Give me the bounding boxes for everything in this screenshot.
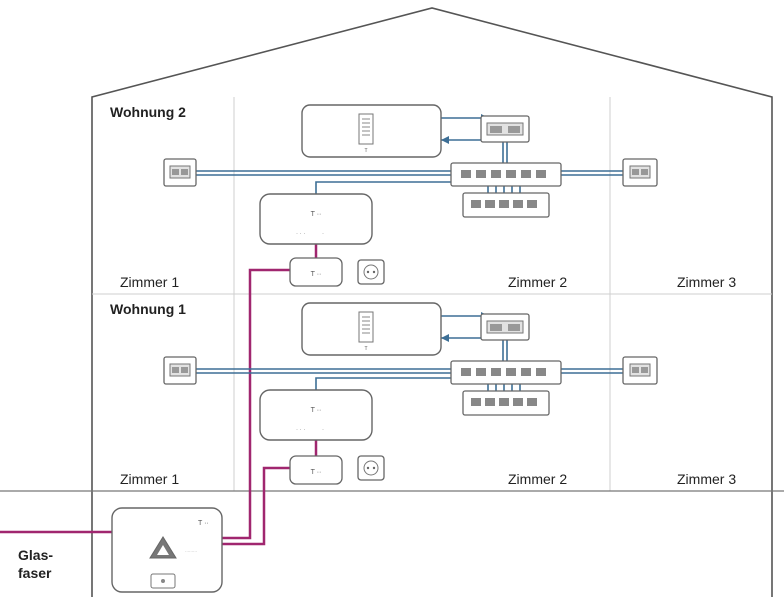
svg-text:T: T: [364, 148, 367, 154]
wohnung-1-devices: T: [163, 302, 658, 485]
ethernet-lines: [196, 117, 623, 391]
fiber-label: Glas- faser: [18, 546, 53, 582]
svg-text:· · ·: · · ·: [296, 231, 305, 237]
room-label-wohnung-1-zimmer-1: Zimmer 1: [120, 471, 180, 487]
ethernet-socket-icon: [480, 313, 530, 341]
room-label-wohnung-2-zimmer-3: Zimmer 3: [677, 274, 737, 290]
room-label-wohnung-1-zimmer-2: Zimmer 2: [508, 471, 568, 487]
apartment-1-title: Wohnung 1: [110, 301, 186, 317]
router-icon: T: [301, 104, 442, 158]
svg-text:T ··: T ··: [198, 520, 209, 527]
svg-text:·········: ·········: [185, 549, 197, 554]
svg-text:T: T: [364, 346, 367, 352]
svg-text:T ··: T ··: [311, 469, 322, 476]
ethernet-arrows: [441, 114, 489, 342]
fiber-modem-icon: T ·· · · · ·: [259, 389, 373, 441]
fiber-label-line-1: Glas-: [18, 547, 54, 563]
network-switch-icon: [450, 162, 562, 187]
network-switch-icon: [450, 360, 562, 385]
svg-text:T ··: T ··: [311, 271, 322, 278]
ethernet-socket-icon: [622, 158, 658, 187]
svg-text:· · ·: · · ·: [296, 427, 305, 433]
wohnung-2-devices: T: [163, 104, 658, 287]
ethernet-socket-icon: [163, 158, 197, 187]
building-termination-icon: T ·· ·········: [111, 507, 223, 593]
fiber-socket-icon: T ··: [289, 257, 343, 287]
fiber-riser-wohnung-2: [222, 268, 290, 540]
room-label-wohnung-2-zimmer-1: Zimmer 1: [120, 274, 180, 290]
house-outline: [91, 7, 773, 597]
ethernet-socket-icon: [163, 356, 197, 385]
room-label-wohnung-1-zimmer-3: Zimmer 3: [677, 471, 737, 487]
power-outlet-icon: [357, 259, 385, 285]
room-walls: [92, 97, 772, 491]
fiber-lines: [0, 244, 318, 546]
ethernet-socket-icon: [622, 356, 658, 385]
fiber-riser-wohnung-1: [222, 466, 290, 546]
patch-panel-icon: [462, 390, 550, 416]
svg-text:T ··: T ··: [311, 211, 322, 218]
fiber-modem-icon: T ·· · · · ·: [259, 193, 373, 245]
fiber-label-line-2: faser: [18, 565, 52, 581]
router-icon: T: [301, 302, 442, 356]
svg-text:·: ·: [322, 427, 324, 433]
patch-panel-icon: [462, 192, 550, 218]
svg-text:·: ·: [322, 231, 324, 237]
fiber-socket-icon: T ··: [289, 455, 343, 485]
power-outlet-icon: [357, 455, 385, 481]
ethernet-socket-icon: [480, 115, 530, 143]
room-label-wohnung-2-zimmer-2: Zimmer 2: [508, 274, 568, 290]
svg-text:T ··: T ··: [311, 407, 322, 414]
apartment-2-title: Wohnung 2: [110, 104, 186, 120]
